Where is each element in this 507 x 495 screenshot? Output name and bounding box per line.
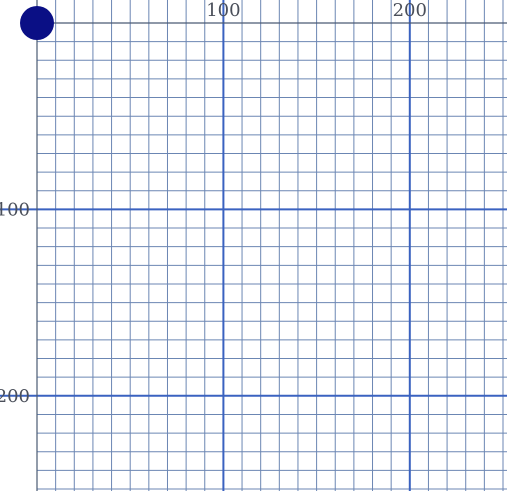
minor-grid-lines	[37, 0, 507, 491]
origin-marker[interactable]	[20, 6, 54, 40]
y-axis-label-100: 100	[0, 199, 30, 220]
x-axis-label-100: 100	[206, 0, 240, 21]
axis-lines	[36, 0, 507, 491]
y-axis-label-200: 200	[0, 386, 30, 407]
x-axis-label-200: 200	[393, 0, 427, 21]
